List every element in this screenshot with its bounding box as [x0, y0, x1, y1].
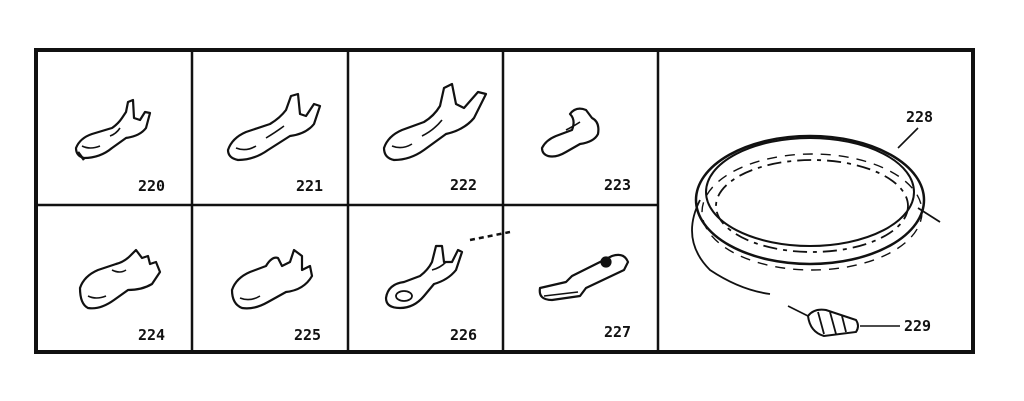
blade-terminal-227-drawing [538, 253, 630, 302]
label-227: 227 [604, 323, 631, 341]
ring-terminal-226-drawing [384, 244, 464, 310]
label-223: 223 [604, 176, 631, 194]
marker-dashes [469, 230, 511, 242]
ring-hole [395, 290, 413, 302]
outer-border [34, 48, 975, 354]
terminal-225-drawing [230, 248, 314, 310]
terminal-221-drawing [226, 92, 322, 162]
label-220: 220 [138, 177, 165, 195]
label-229: 229 [904, 317, 931, 335]
label-224: 224 [138, 326, 165, 344]
wire-coil-228-drawing [691, 127, 941, 295]
wire-tail-left [691, 199, 771, 295]
label-221: 221 [296, 177, 323, 195]
terminal-220-drawing [74, 98, 152, 161]
terminal-223-drawing [540, 107, 600, 158]
terminal-224-drawing [78, 248, 162, 310]
label-225: 225 [294, 326, 321, 344]
grid-frame [34, 48, 975, 354]
label-222: 222 [450, 176, 477, 194]
coil-leader-line [897, 127, 919, 149]
wire-tail-right [917, 207, 941, 223]
label-226: 226 [450, 326, 477, 344]
terminal-222-drawing [382, 82, 488, 162]
label-228: 228 [906, 108, 933, 126]
blade-hole [600, 256, 612, 268]
wire-nut-229-drawing [787, 305, 900, 338]
